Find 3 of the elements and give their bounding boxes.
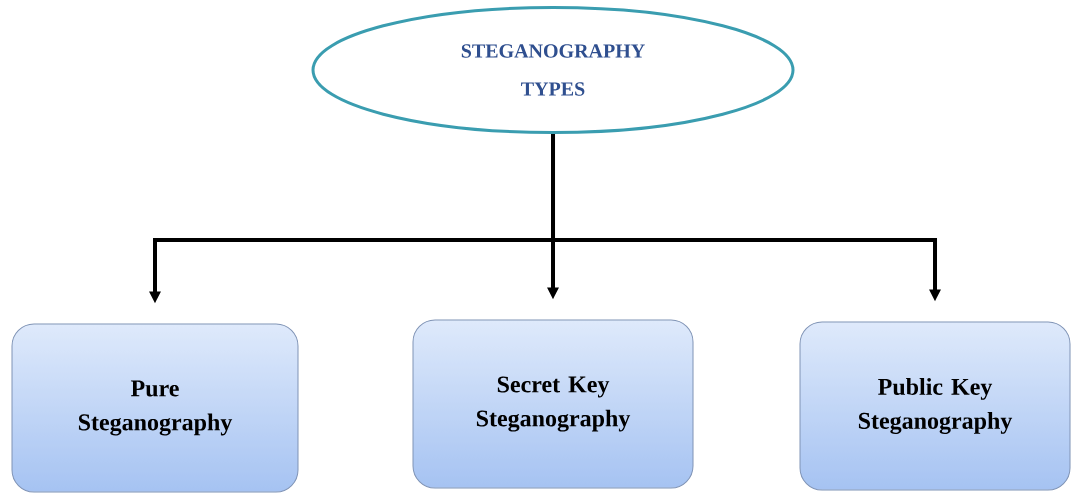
type-box: Secret Key Steganography — [412, 319, 694, 489]
type-box: Pure Steganography — [11, 323, 299, 493]
type-box: Public Key Steganography — [799, 321, 1071, 491]
